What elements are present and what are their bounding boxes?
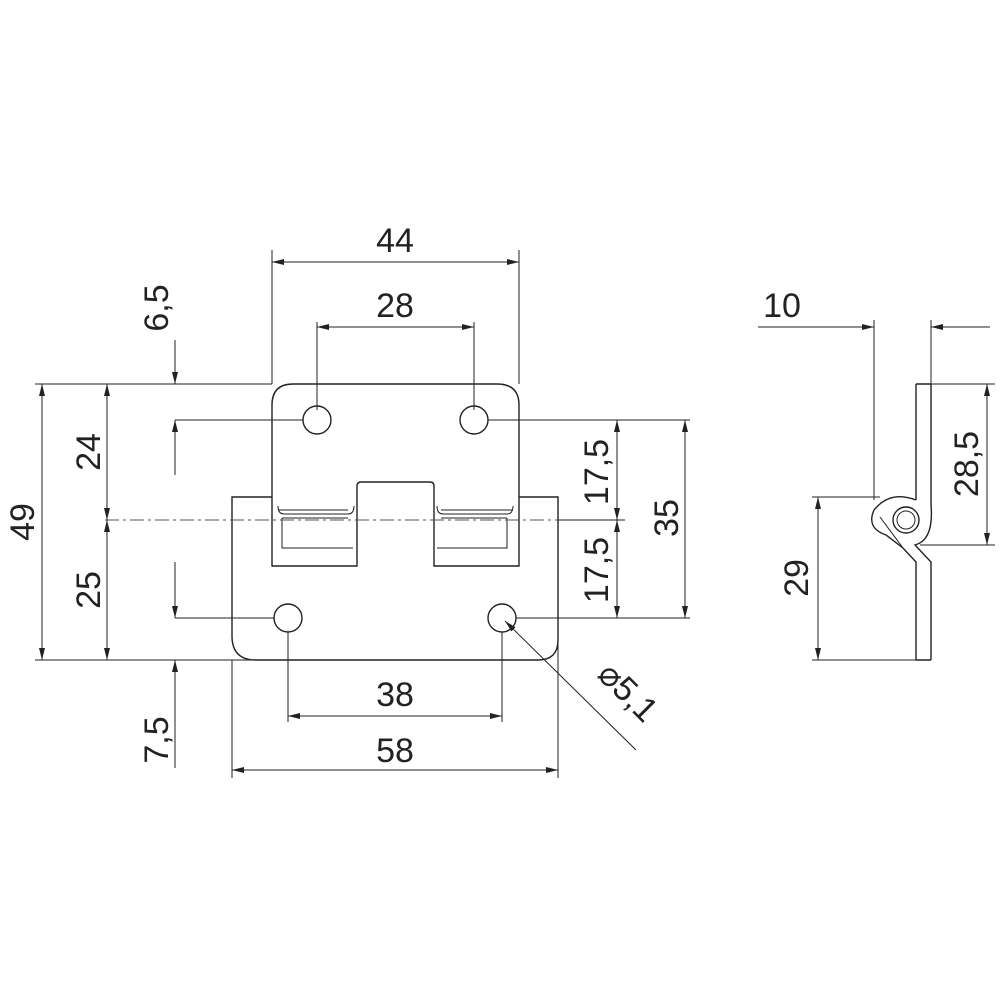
dim-6-5: 6,5 <box>138 284 303 475</box>
label-17-5-lower: 17,5 <box>578 537 616 603</box>
label-35: 35 <box>648 499 686 537</box>
label-29: 29 <box>778 559 816 597</box>
hole-top-right <box>459 405 489 435</box>
label-28-5: 28,5 <box>948 431 986 497</box>
hole-top-left <box>302 405 332 435</box>
dim-49: 49 <box>4 383 272 661</box>
dim-7-5: 7,5 <box>138 562 274 768</box>
label-38: 38 <box>376 676 414 714</box>
dim-hole-diameter: ⌀5,1 <box>504 620 665 751</box>
side-view <box>871 383 933 661</box>
dim-29: 29 <box>778 496 916 661</box>
dim-38: 38 <box>287 632 503 722</box>
upper-leaf <box>271 383 520 497</box>
label-diameter-5-1: ⌀5,1 <box>590 655 665 730</box>
hole-bottom-left <box>273 603 303 633</box>
lower-leaf <box>231 496 559 661</box>
label-25: 25 <box>70 571 108 609</box>
hinge-knuckles <box>271 481 520 567</box>
dim-58: 58 <box>231 640 559 778</box>
label-44: 44 <box>376 222 414 260</box>
dim-right-group: 17,5 17,5 35 <box>488 419 690 619</box>
label-24: 24 <box>70 433 108 471</box>
label-28: 28 <box>376 287 414 325</box>
dim-44: 44 <box>271 222 520 384</box>
label-58: 58 <box>376 732 414 770</box>
label-17-5-upper: 17,5 <box>578 439 616 505</box>
label-7-5: 7,5 <box>138 716 176 763</box>
label-49: 49 <box>4 503 42 541</box>
dim-28: 28 <box>316 287 475 410</box>
label-10: 10 <box>763 287 801 325</box>
dim-25: 25 <box>70 520 110 660</box>
dim-28-5: 28,5 <box>920 383 995 546</box>
label-6-5: 6,5 <box>138 284 176 331</box>
dim-24: 24 <box>70 384 110 520</box>
dim-10: 10 <box>758 287 990 500</box>
